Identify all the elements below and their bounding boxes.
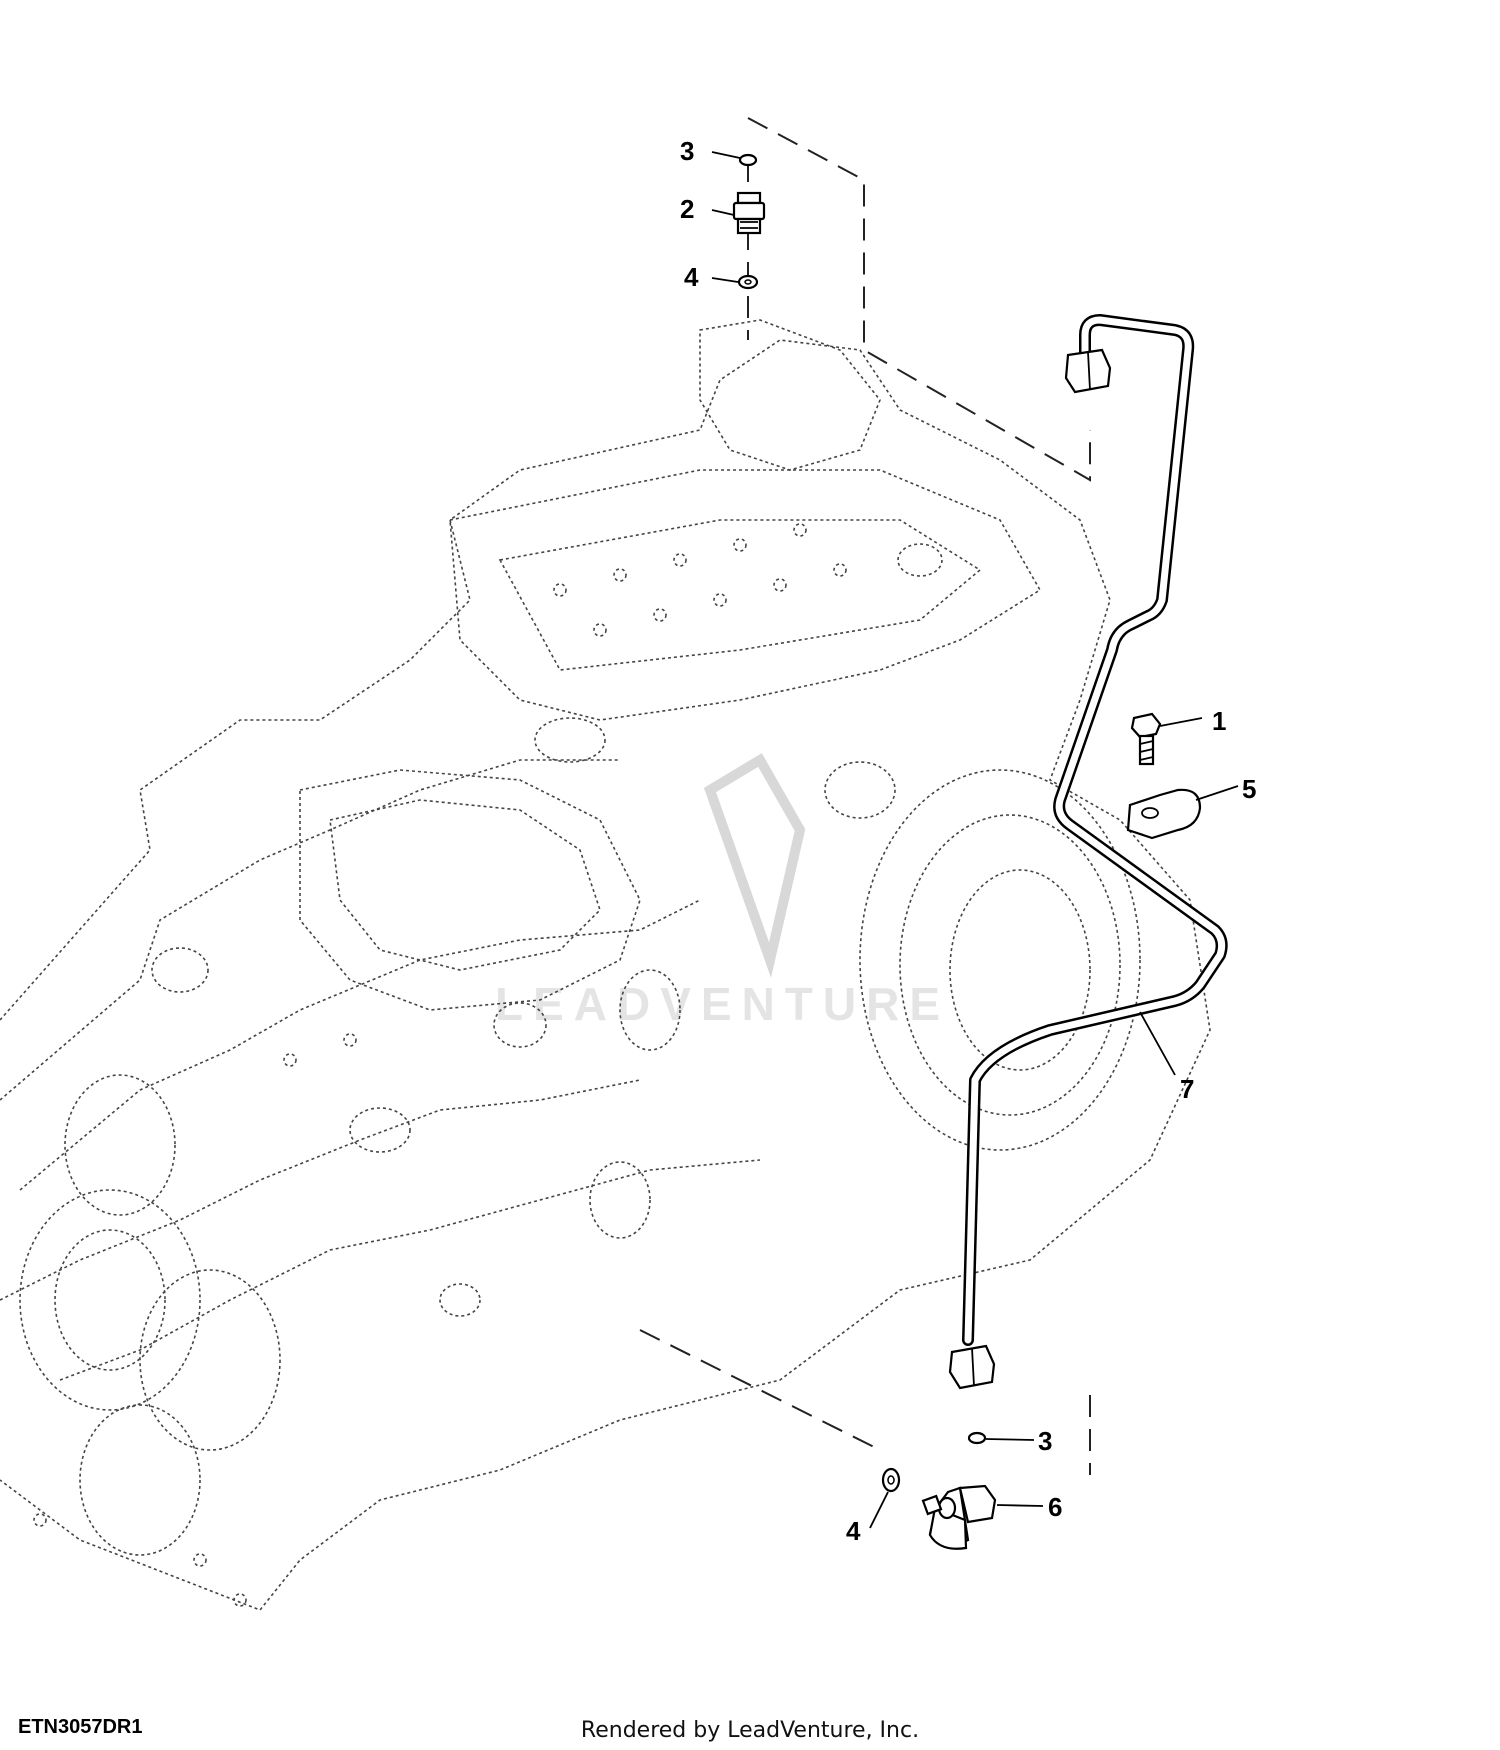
- washer-4-bottom: [881, 1467, 901, 1493]
- bolt-holes: [33, 523, 847, 1607]
- o-ring-3-bottom: [967, 1431, 987, 1445]
- callout-3-bottom: 3: [1038, 1426, 1052, 1456]
- callout-5: 5: [1242, 774, 1256, 804]
- callout-4-top: 4: [684, 262, 699, 292]
- callout-6: 6: [1048, 1492, 1062, 1522]
- washer-4-top: [737, 274, 759, 290]
- bolt-1: [1130, 712, 1162, 766]
- callout-7: 7: [1180, 1074, 1194, 1104]
- render-credit: Rendered by LeadVenture, Inc.: [580, 1718, 920, 1743]
- elbow-fitting-6: [921, 1484, 997, 1550]
- clamp-5: [1126, 788, 1202, 840]
- callout-2: 2: [680, 194, 694, 224]
- tube-7: [948, 314, 1228, 1390]
- leader-lines: [711, 151, 1239, 1529]
- callout-3-top: 3: [680, 136, 694, 166]
- fitting-2: [732, 191, 766, 235]
- watermark-text: LEADVENTURE: [495, 978, 950, 1030]
- phantom-lines: [639, 117, 1091, 1475]
- callout-4-bottom: 4: [846, 1516, 861, 1546]
- figure-id: ETN3057DR1: [18, 1716, 143, 1738]
- transmission-housing: [0, 319, 1211, 1611]
- callout-1: 1: [1212, 706, 1226, 736]
- callouts: 3 2 4 1 5 7 3 6 4: [680, 136, 1256, 1546]
- o-ring-3-top: [738, 153, 758, 167]
- watermark: LEADVENTURE: [495, 753, 950, 1030]
